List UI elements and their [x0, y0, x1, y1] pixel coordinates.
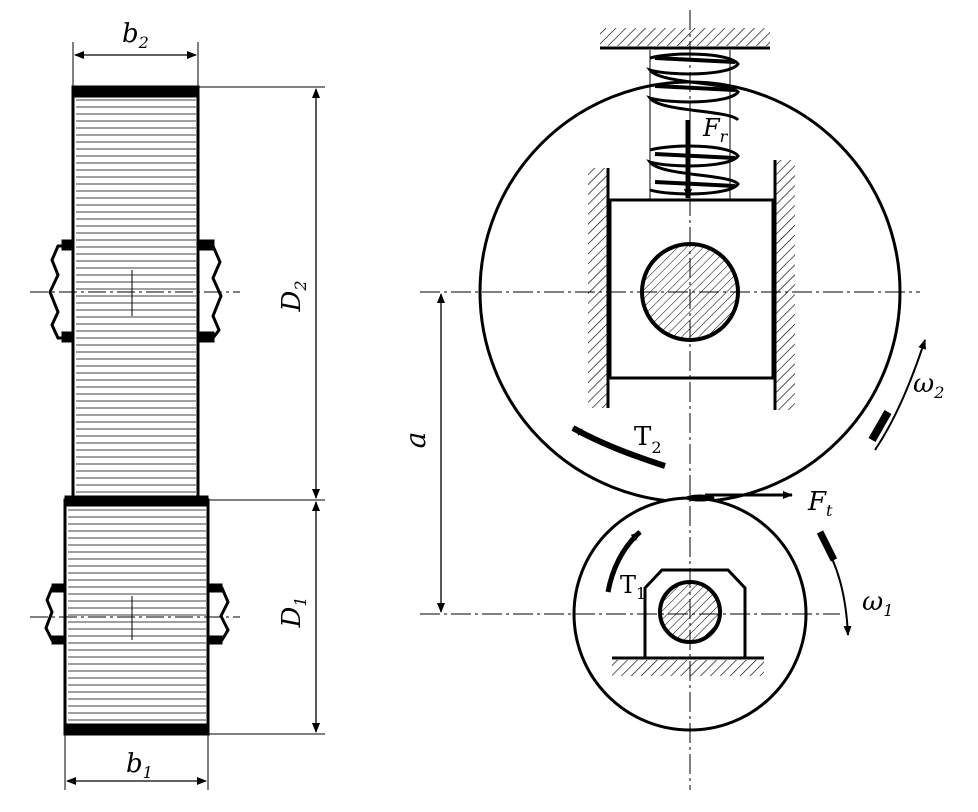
- label-T1: T1: [620, 571, 646, 603]
- svg-text:D1: D1: [277, 596, 310, 628]
- side-view: [30, 42, 325, 790]
- label-b2: b2: [122, 19, 149, 52]
- lower-wheel-texture: [68, 509, 206, 721]
- lower-support: [612, 568, 764, 676]
- upper-wheel-side: [48, 85, 223, 502]
- torque-t1-arrow: [605, 530, 642, 593]
- label-Ft: Ft: [807, 487, 833, 520]
- label-b1: b1: [126, 749, 153, 782]
- label-a: a: [399, 432, 432, 449]
- front-view: [420, 10, 926, 790]
- label-T2: T2: [634, 422, 662, 457]
- top-support: [600, 28, 770, 50]
- guide-walls: [588, 160, 795, 410]
- label-D2: D2: [277, 280, 310, 312]
- svg-text:D2: D2: [277, 280, 310, 312]
- label-Fr: Fr: [702, 114, 729, 146]
- omega2-arrow: [874, 339, 926, 451]
- label-D1: D1: [277, 596, 310, 628]
- label-omega1: ω1: [862, 587, 893, 620]
- upper-wheel-texture: [76, 99, 196, 493]
- label-omega2: ω2: [913, 369, 944, 402]
- svg-text:a: a: [399, 432, 432, 449]
- compression-spring: [646, 50, 740, 200]
- torque-t2-arrow: [571, 425, 666, 469]
- lower-wheel-side: [44, 495, 230, 736]
